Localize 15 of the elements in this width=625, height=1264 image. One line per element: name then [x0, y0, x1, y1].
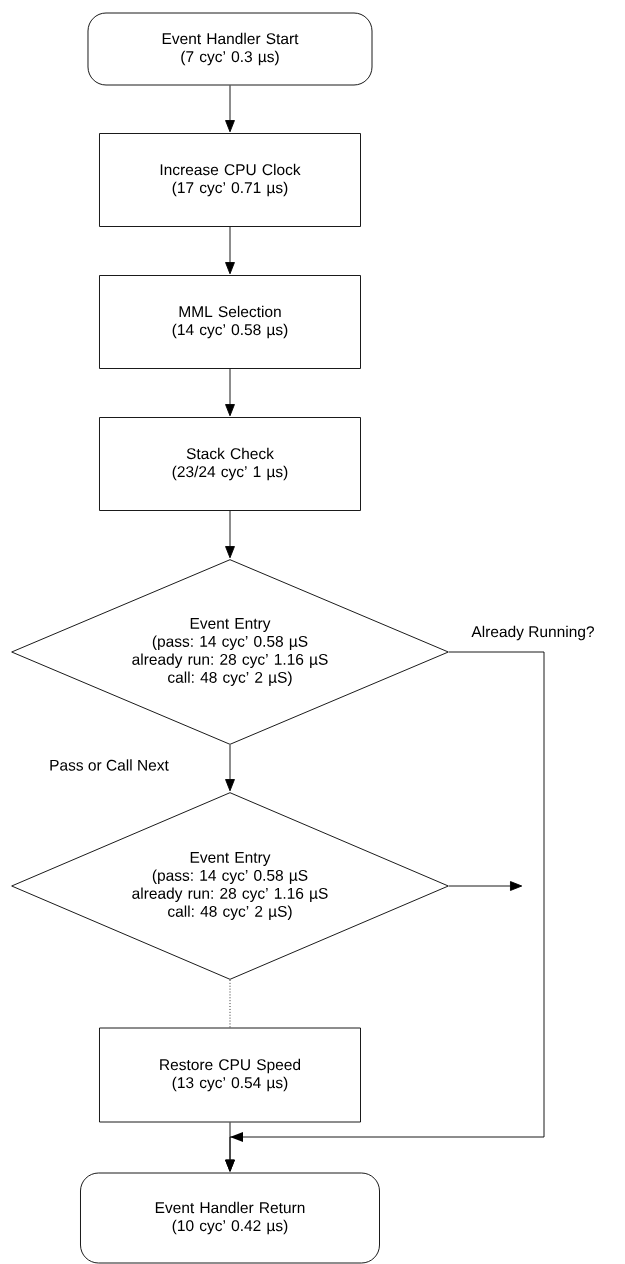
arrow: [225, 510, 235, 559]
arrow: [225, 1122, 235, 1172]
arrow: [225, 368, 235, 417]
arrow: [225, 226, 235, 275]
process-box: Stack Check (23/24 cyc’ 1 µs): [99, 417, 361, 511]
process-box: Increase CPU Clock (17 cyc’ 0.71 µs): [99, 133, 361, 227]
process-box: MML Selection (14 cyc’ 0.58 µs): [99, 275, 361, 369]
arrow: [225, 85, 235, 133]
arrow: [225, 744, 235, 792]
process-box: Restore CPU Speed (13 cyc’ 0.54 µs): [99, 1027, 361, 1123]
edge-label: Pass or Call Next: [48, 758, 170, 772]
terminal-box: Event Handler Start (7 cyc’ 0.3 µs): [87, 12, 373, 86]
edge-label: Already Running?: [470, 624, 596, 642]
arrow: [448, 881, 523, 891]
terminal-box: Event Handler Return (10 cyc’ 0.42 µs): [80, 1172, 380, 1264]
